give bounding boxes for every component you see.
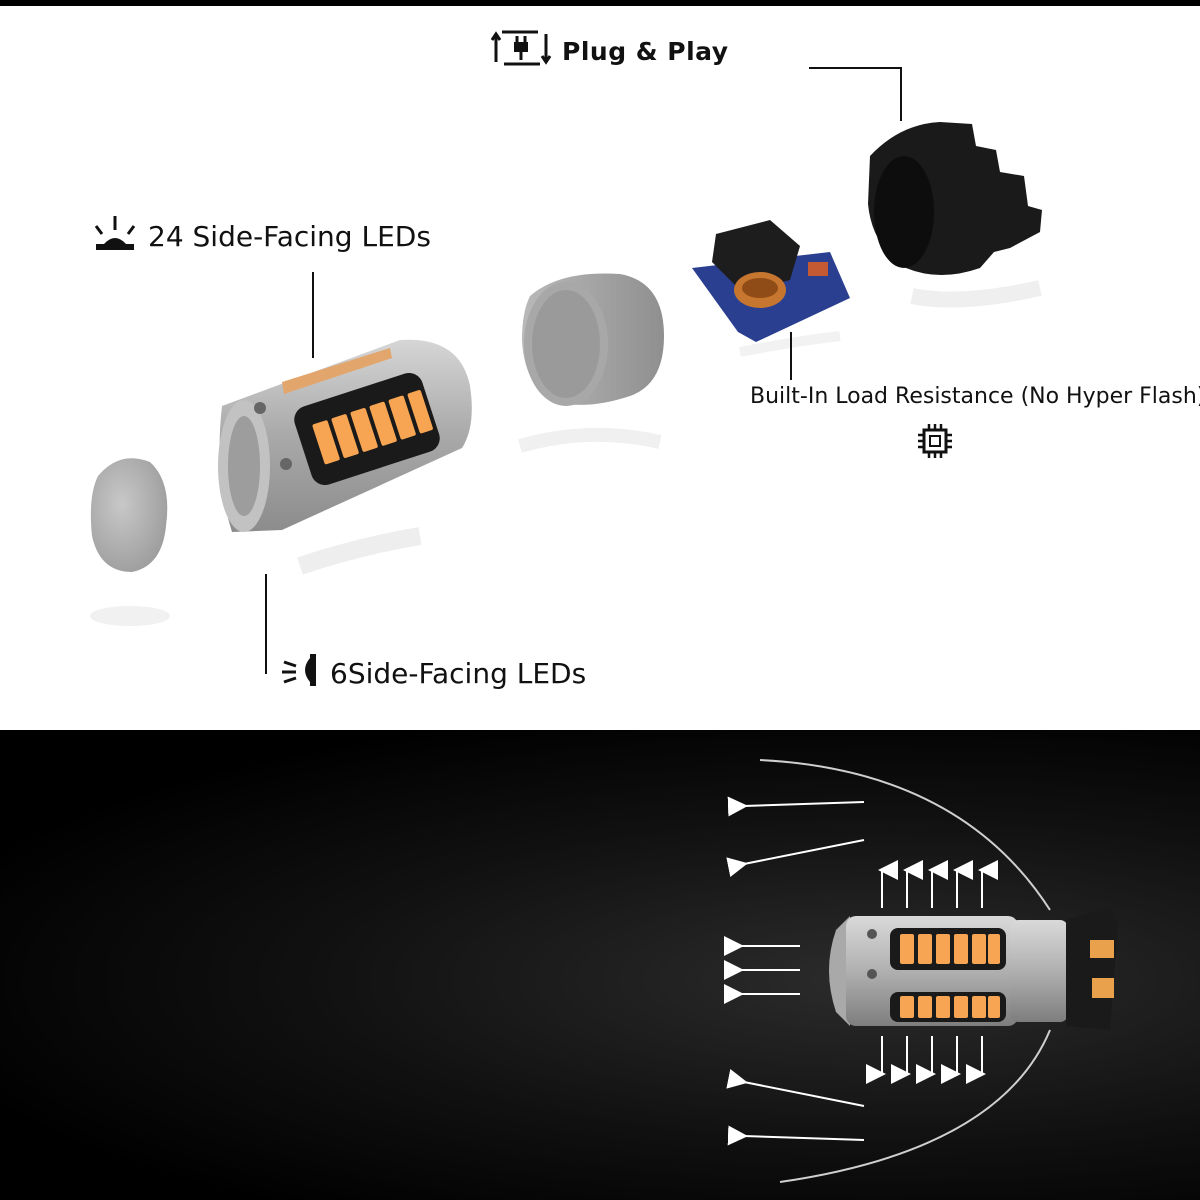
downward-light-arrows (866, 1036, 986, 1084)
beam-outline-curve (759, 759, 1051, 1183)
leds6-callout: 6Side-Facing LEDs (280, 650, 586, 697)
load-resistance-label: Built-In Load Resistance (No Hyper Flash… (750, 384, 1200, 409)
resistance-leader (790, 332, 792, 380)
led-body (218, 339, 472, 575)
plug-play-leader-v (900, 67, 902, 121)
leds24-leader (312, 272, 314, 358)
plug-play-label: Plug & Play (562, 36, 729, 66)
metal-sleeve (518, 273, 664, 453)
leds24-label: 24 Side-Facing LEDs (148, 220, 431, 253)
exploded-bulb-illustration (90, 122, 1042, 626)
light-direction-illustration (724, 759, 1118, 1183)
leds6-label: 6Side-Facing LEDs (330, 657, 587, 690)
plug-play-leader-h (809, 67, 901, 69)
exploded-view-panel: Plug & Play 24 Side-Facing LEDs 6Side-Fa… (0, 6, 1200, 730)
top-border (0, 0, 1200, 6)
light-beam-icon (92, 214, 138, 259)
assembled-led-bulb (829, 906, 1118, 1030)
plug-refresh-icon (490, 28, 552, 74)
upward-light-arrows (878, 860, 998, 908)
driver-circuit-board (692, 220, 850, 357)
forward-light-arrows (724, 936, 800, 1004)
outer-light-arrows (726, 796, 865, 1146)
lens-dome (90, 458, 170, 626)
plug-play-callout: Plug & Play (490, 28, 729, 74)
chip-icon (916, 422, 954, 464)
side-light-icon (280, 650, 320, 697)
leds6-leader (265, 574, 267, 674)
load-resistance-callout: Built-In Load Resistance (No Hyper Flash… (750, 384, 1200, 409)
lit-bulb-panel (0, 730, 1200, 1200)
plastic-socket-base (868, 122, 1042, 308)
leds24-callout: 24 Side-Facing LEDs (92, 214, 431, 259)
